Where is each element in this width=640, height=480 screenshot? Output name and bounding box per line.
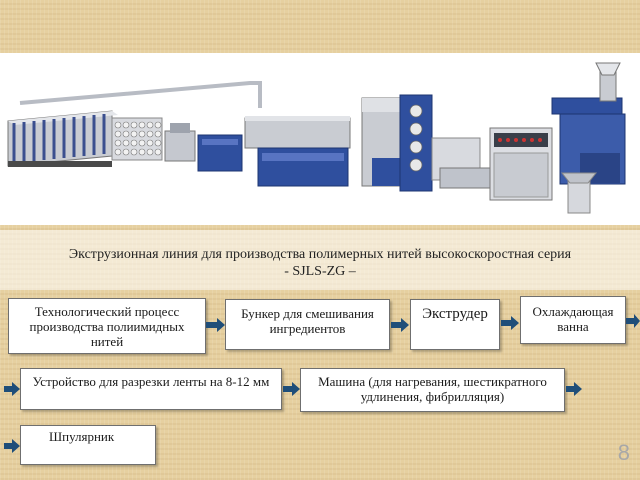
- arrow-2-to-3: [391, 318, 409, 332]
- arrow-into-7: [4, 439, 20, 453]
- process-step-heating-machine: Машина (для нагревания, шестикратного уд…: [300, 368, 565, 412]
- arrow-6-continue: [566, 382, 582, 396]
- arrow-1-to-2: [206, 318, 225, 332]
- arrow-5-to-6: [283, 382, 300, 396]
- process-step-cooling-bath: Охлаждающая ванна: [520, 296, 626, 344]
- photo-caption: Экструзионная линия для производства пол…: [0, 246, 640, 280]
- process-step-technology: Технологический процесс производства пол…: [8, 298, 206, 354]
- process-step-mixing-hopper: Бункер для смешивания ингредиентов: [225, 299, 390, 350]
- process-step-tape-cutter: Устройство для разрезки ленты на 8-12 мм: [20, 368, 282, 410]
- arrow-into-5: [4, 382, 20, 396]
- process-step-extruder: Экструдер: [410, 299, 500, 350]
- process-step-creel: Шпулярник: [20, 425, 156, 465]
- winder-row: [7, 110, 118, 167]
- caption-line-1: Экструзионная линия для производства пол…: [68, 247, 572, 262]
- page-number: 8: [617, 440, 630, 465]
- extrusion-line-photo: [0, 53, 640, 225]
- creel: [111, 117, 163, 161]
- arrow-3-to-4: [501, 316, 519, 330]
- caption-band: [0, 230, 640, 290]
- caption-line-2: - SJLS-ZG –: [284, 264, 356, 279]
- arrow-4-continue: [626, 314, 640, 328]
